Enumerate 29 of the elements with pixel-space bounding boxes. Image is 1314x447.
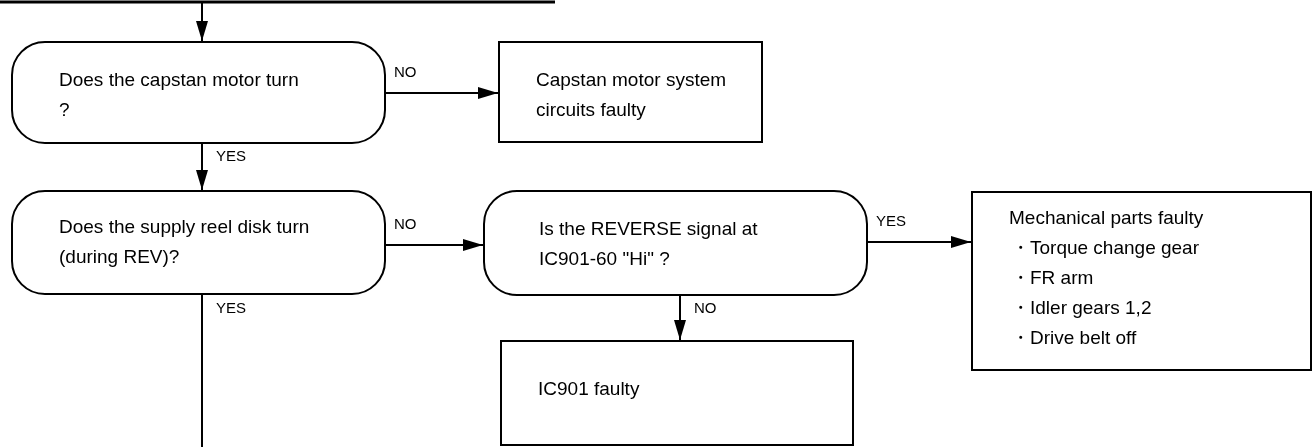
edge-label: YES <box>216 148 246 163</box>
edge-label: NO <box>394 216 417 231</box>
arrow <box>196 143 208 191</box>
arrow <box>674 295 686 341</box>
box-text: Does the capstan motor turn ? <box>59 68 300 122</box>
decision-box <box>483 190 868 296</box>
arrow <box>385 87 499 99</box>
arrow <box>196 1 208 42</box>
list-item: ・Idler gears 1,2 <box>1010 296 1153 320</box>
process-box <box>971 191 1312 371</box>
edge-label: NO <box>694 300 717 315</box>
edge-label: YES <box>876 213 906 228</box>
edge-label: YES <box>216 300 246 315</box>
arrow <box>385 239 484 251</box>
edge-label: NO <box>394 64 417 79</box>
decision-box <box>11 190 386 295</box>
list-item: ・Torque change gear <box>1010 236 1200 260</box>
arrow <box>867 236 972 248</box>
list-item: ・FR arm <box>1010 266 1095 290</box>
list-item: ・Drive belt off <box>1010 326 1138 350</box>
process-box <box>498 41 763 143</box>
box-text: Does the supply reel disk turn (during REV)? <box>59 215 311 269</box>
process-box <box>500 340 854 446</box>
decision-box <box>11 41 386 144</box>
box-text: Is the REVERSE signal at IC901-60 "Hi" ? <box>539 217 759 271</box>
connector-line <box>201 294 203 447</box>
box-text: IC901 faulty <box>538 377 641 401</box>
box-text: Mechanical parts faulty <box>1009 206 1205 230</box>
box-text: Capstan motor system circuits faulty <box>536 68 728 122</box>
